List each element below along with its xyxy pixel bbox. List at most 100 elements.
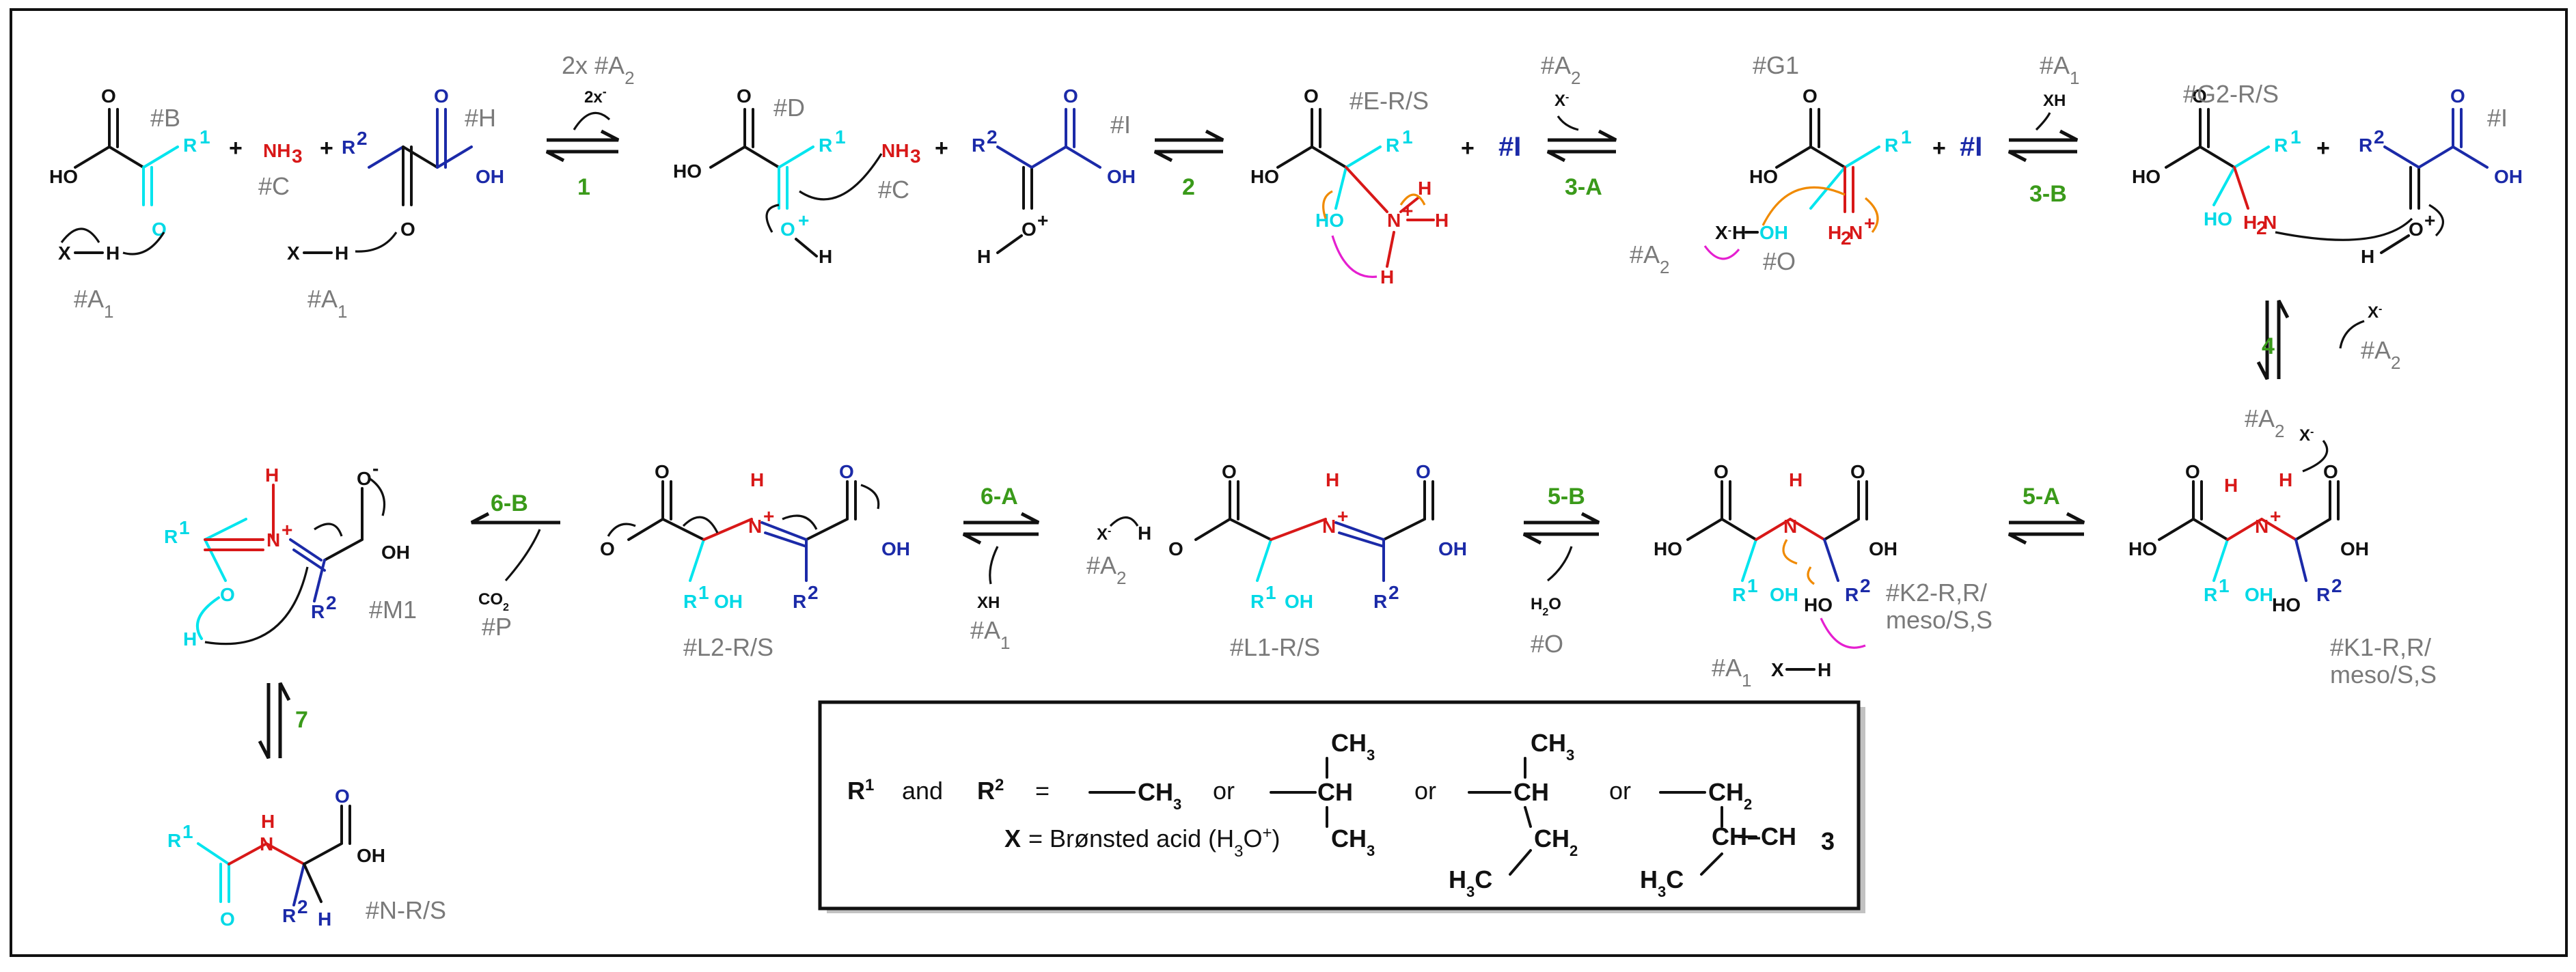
svg-text:H: H xyxy=(819,246,832,267)
step-6A-label: 6-A xyxy=(981,484,1018,510)
svg-text:+: + xyxy=(798,210,809,231)
svg-text:H: H xyxy=(1818,659,1831,680)
svg-text:OH: OH xyxy=(1869,538,1897,559)
label-G1: #G1 xyxy=(1753,51,1799,79)
label-K2b: meso/S,S xyxy=(1886,606,1992,634)
svg-text:OH: OH xyxy=(2340,538,2369,559)
svg-text:H: H xyxy=(2224,475,2238,496)
svg-text:O: O xyxy=(357,468,372,489)
svg-text:H: H xyxy=(1789,469,1803,490)
svg-text:R: R xyxy=(164,526,178,547)
svg-text:O: O xyxy=(1714,461,1729,482)
svg-text:R: R xyxy=(683,591,697,612)
svg-text:CH: CH xyxy=(1317,778,1353,806)
svg-text:O: O xyxy=(1850,461,1865,482)
svg-text:H: H xyxy=(335,242,348,264)
svg-text:3: 3 xyxy=(292,145,303,167)
step-7-label: 7 xyxy=(295,707,308,733)
svg-text:CH: CH xyxy=(1513,778,1549,806)
svg-text:N: N xyxy=(1387,210,1401,231)
svg-text:2: 2 xyxy=(987,126,998,148)
step-5B-label: 5-B xyxy=(1548,484,1585,510)
legend-and: and xyxy=(902,777,943,805)
legend-box: R1 and R2 = CH3 or CH CH3 CH3 or CH CH3 … xyxy=(818,700,1865,913)
svg-text:XH: XH xyxy=(977,594,1000,612)
svg-text:1: 1 xyxy=(179,517,190,538)
label-I1: #I xyxy=(1110,111,1131,139)
svg-text:HO: HO xyxy=(2128,538,2157,559)
step-6B-label: 6-B xyxy=(491,490,528,516)
svg-text:R: R xyxy=(2274,135,2288,156)
label-A1a: #A xyxy=(74,285,104,313)
label-O1: #O xyxy=(1763,247,1796,275)
svg-text:R: R xyxy=(2316,584,2330,605)
svg-text:#A2: #A2 xyxy=(1086,551,1127,588)
svg-text:O: O xyxy=(1063,85,1078,107)
equilibrium-step-1: 2x #A2 2x- 1 xyxy=(545,51,635,200)
svg-text:OH: OH xyxy=(1770,584,1798,605)
svg-text:2: 2 xyxy=(1388,582,1399,603)
svg-text:#A2: #A2 xyxy=(2361,336,2401,373)
svg-text:2: 2 xyxy=(1860,575,1871,596)
svg-text:HO: HO xyxy=(49,166,78,187)
svg-text:R2: R2 xyxy=(977,776,1004,805)
svg-text:O: O xyxy=(1304,85,1319,107)
label-IB1: #I xyxy=(1498,132,1521,162)
label-O2: #O xyxy=(1531,630,1563,658)
svg-text:1: 1 xyxy=(2219,575,2230,596)
svg-text:1: 1 xyxy=(1747,575,1758,596)
svg-text:R1: R1 xyxy=(847,776,874,805)
legend-r2: R xyxy=(977,777,995,805)
svg-text:OH: OH xyxy=(381,542,410,563)
svg-text:X: X xyxy=(58,242,71,264)
svg-text:H: H xyxy=(2243,212,2257,233)
step-1-label: 1 xyxy=(577,174,590,200)
svg-text:1: 1 xyxy=(1265,582,1276,603)
svg-text:N: N xyxy=(1322,516,1336,537)
svg-text:H: H xyxy=(977,246,991,267)
svg-text:2: 2 xyxy=(2256,217,2267,238)
svg-text:#A1: #A1 xyxy=(970,616,1011,653)
svg-text:H: H xyxy=(265,464,279,486)
svg-text:H: H xyxy=(1418,178,1431,199)
svg-text:1: 1 xyxy=(2290,126,2301,148)
svg-text:R: R xyxy=(1732,584,1746,605)
svg-text:or: or xyxy=(1414,777,1436,805)
svg-text:X: X xyxy=(287,242,300,264)
label-I2: #I xyxy=(2487,104,2508,132)
svg-text:O: O xyxy=(220,908,235,930)
svg-text:CH3: CH3 xyxy=(1138,778,1181,813)
svg-text:N: N xyxy=(2255,516,2269,537)
svg-text:HO: HO xyxy=(673,161,702,182)
svg-text:HO: HO xyxy=(1749,166,1778,187)
svg-text:1: 1 xyxy=(835,126,846,148)
svg-text:O: O xyxy=(737,85,752,107)
svg-text:O: O xyxy=(400,219,415,240)
svg-text:1: 1 xyxy=(1402,126,1413,148)
svg-text:#A2: #A2 xyxy=(1541,51,1581,88)
svg-text:X: X xyxy=(1771,659,1784,680)
label-K1a: #K1-R,R/ xyxy=(2330,633,2431,661)
svg-text:R: R xyxy=(1373,591,1387,612)
label-K2a: #K2-R,R/ xyxy=(1886,579,1987,607)
svg-text:NH: NH xyxy=(881,140,909,161)
svg-text:H: H xyxy=(1138,523,1151,544)
svg-text:H: H xyxy=(1732,222,1746,243)
svg-text:HO: HO xyxy=(1654,538,1682,559)
step-2-label: 2 xyxy=(1182,174,1195,200)
svg-text:HO: HO xyxy=(1315,210,1344,231)
label-G2: #G2-R/S xyxy=(2183,80,2279,108)
legend-r1: R xyxy=(847,777,865,805)
svg-text:HO: HO xyxy=(1250,166,1279,187)
svg-text:H2O: H2O xyxy=(1531,595,1561,618)
svg-text:CH2: CH2 xyxy=(1534,824,1578,859)
svg-text:CH3: CH3 xyxy=(1531,729,1574,764)
svg-text:R: R xyxy=(1386,135,1399,156)
label-M1: #M1 xyxy=(369,596,417,624)
